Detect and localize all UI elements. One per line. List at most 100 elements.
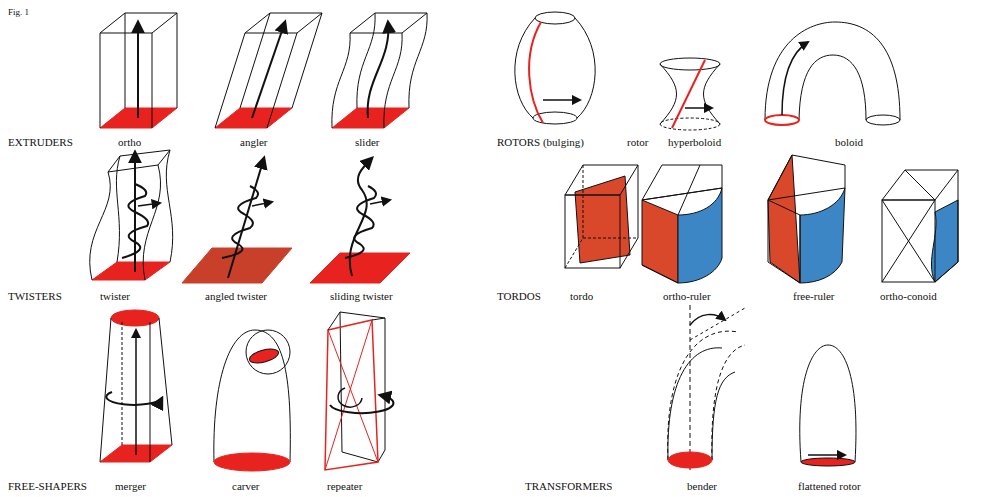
repeater-shape [338, 388, 362, 407]
bender-shape [668, 348, 722, 460]
shape-label: free-ruler [793, 290, 835, 302]
merger-shape [106, 392, 162, 405]
ortho-ruler-shape [642, 188, 722, 200]
hyperboloid-shape [660, 58, 720, 70]
shape-label: merger [115, 480, 146, 492]
ortho-conoid-shape [882, 200, 935, 282]
slider-extruder [368, 22, 389, 118]
figure-number: Fig. 1 [8, 6, 29, 18]
angler-extruder [267, 33, 297, 128]
tordo-shape [583, 238, 638, 239]
group-label: TRANSFORMERS [525, 480, 612, 492]
angled-twister-shape [252, 202, 272, 206]
group-label: FREE-SHAPERS [8, 480, 87, 492]
group-label: TWISTERS [8, 290, 62, 302]
sliding-twister-shape [310, 158, 410, 283]
ortho-ruler-shape [642, 165, 722, 283]
angler-extruder [245, 13, 322, 33]
ortho-ruler-shape [642, 200, 678, 283]
free-ruler-shape [768, 155, 845, 200]
ortho-conoid-shape [882, 200, 935, 282]
merger-shape [135, 330, 137, 455]
twister-shape [122, 184, 148, 258]
tordo-shape [638, 165, 639, 238]
slider-extruder [332, 33, 350, 128]
shape-label: boloid [835, 136, 863, 148]
ortho-conoid-shape [905, 170, 935, 200]
group-label: TORDOS [497, 290, 541, 302]
ortho-conoid-shape [882, 170, 958, 200]
repeater-shape [340, 312, 385, 462]
shape-label: repeater [327, 480, 362, 492]
slider-extruder [332, 13, 427, 128]
carver-shape [248, 346, 280, 365]
hyperboloid-shape [685, 107, 712, 109]
ortho-ruler-shape [642, 165, 722, 200]
tordo-shape [565, 238, 583, 268]
ortho-conoid-shape [935, 262, 958, 282]
repeater-shape [325, 320, 372, 470]
carver-shape [246, 330, 290, 374]
merger-shape [150, 322, 151, 462]
shape-label: carver [232, 480, 259, 492]
free-ruler-shape [768, 200, 800, 215]
ortho-conoid-shape [882, 170, 958, 282]
merger-shape [159, 318, 172, 445]
ortho-extruder [152, 33, 153, 128]
boloid-shape [866, 115, 900, 125]
tordo-shape [583, 165, 584, 238]
angler-extruder [215, 13, 322, 128]
slider-extruder [332, 108, 409, 128]
carver-shape [214, 453, 290, 471]
sliding-twister-shape [345, 186, 376, 258]
bender-shape [690, 308, 745, 340]
free-ruler-shape [768, 262, 800, 283]
shape-label: ortho [118, 136, 141, 148]
angler-extruder [252, 22, 285, 118]
free-ruler-shape [800, 188, 845, 283]
repeater-shape [372, 318, 385, 320]
repeater-shape [328, 330, 378, 462]
carver-shape [214, 330, 290, 462]
tordo-shape [575, 176, 630, 263]
merger-shape [100, 318, 111, 462]
bender-shape [712, 345, 745, 460]
angler-extruder [292, 13, 322, 108]
bender-shape [668, 452, 712, 468]
ortho-conoid-shape [882, 200, 935, 282]
twister-shape [166, 150, 172, 262]
shape-label: sliding twister [330, 290, 393, 302]
repeater-shape [328, 312, 340, 330]
boloid-shape [765, 22, 900, 125]
shape-label: ortho-ruler [663, 290, 711, 302]
shape-label: rotor [627, 136, 648, 148]
angled-twister-shape [182, 158, 292, 283]
merger-shape [111, 310, 159, 326]
slider-extruder [357, 13, 375, 108]
sliding-twister-shape [310, 253, 410, 283]
tordo-shape [620, 238, 638, 268]
boloid-shape [782, 42, 808, 115]
rotor-shape [543, 99, 580, 101]
ortho-ruler-shape [678, 165, 700, 215]
boloid-shape [799, 55, 866, 120]
twister-shape [116, 156, 120, 262]
repeater-shape [325, 312, 393, 470]
twister-shape [90, 150, 173, 280]
merger-shape [122, 322, 123, 445]
angled-twister-shape [228, 158, 264, 278]
angler-extruder [240, 13, 270, 108]
twister-shape [138, 203, 160, 206]
boloid-shape [765, 22, 900, 120]
ortho-ruler-shape [678, 188, 722, 283]
bender-shape [712, 372, 735, 460]
sliding-twister-shape [370, 200, 390, 204]
ortho-extruder [137, 22, 139, 118]
hyperboloid-shape [660, 58, 720, 130]
bender-shape [668, 331, 738, 460]
flattened-rotor-shape [801, 458, 855, 466]
boloid-shape [765, 115, 799, 125]
free-ruler-shape [768, 200, 769, 262]
shape-label: flattened rotor [798, 480, 861, 492]
